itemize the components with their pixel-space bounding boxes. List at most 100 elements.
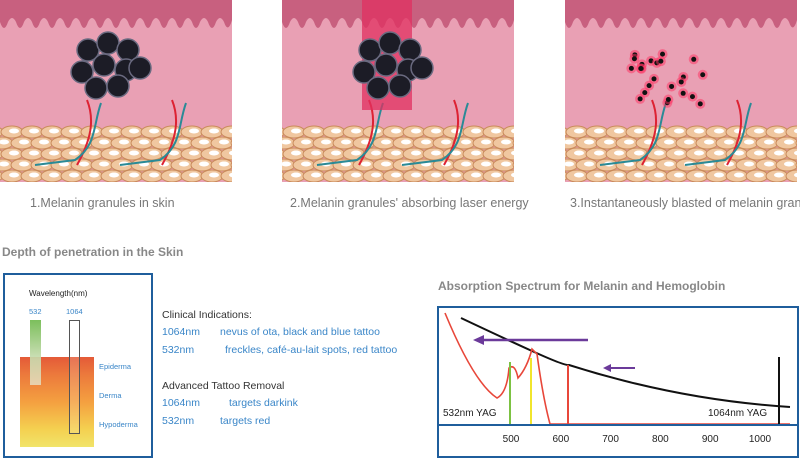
granule-fragment [697,101,703,107]
fat-cell-highlight [321,139,331,145]
fat-cell-highlight [694,128,704,134]
layer-hypoderma: Hypoderma [99,420,138,429]
clinical-title: Clinical Indications: [162,309,252,321]
fat-cell-highlight [281,139,291,145]
fat-cell-highlight [501,161,511,167]
wavelength-label: Wavelength(nm) [29,289,88,298]
annotation-1064: 1064nm YAG [708,408,768,419]
fat-cell-highlight [784,161,794,167]
vein [401,102,469,166]
fat-cell-highlight [614,128,624,134]
fat-cell-highlight [754,172,764,178]
fat-cell-highlight [451,150,461,156]
fat-cell-highlight [754,128,764,134]
fat-cell-highlight [704,139,714,145]
hemoglobin-curve [444,312,790,425]
fat-cell-highlight [69,172,79,178]
fat-cell-highlight [724,161,734,167]
fat-cell-highlight [634,128,644,134]
granule-fragment [646,83,652,89]
fat-cell-highlight [179,139,189,145]
fat-cell-highlight [451,128,461,134]
fat-cell-highlight [664,139,674,145]
fat-cell-highlight [89,150,99,156]
illustration-2 [262,0,536,183]
fat-cell-highlight [614,172,624,178]
fat-cell-highlight [431,128,441,134]
fat-cell-highlight [189,150,199,156]
vein [34,102,102,166]
granule-fragment [689,94,695,100]
fat-cell-highlight [594,150,604,156]
fat-cell-highlight [291,150,301,156]
fat-cell-highlight [371,172,381,178]
fat-cell-highlight [744,161,754,167]
fat-cell-highlight [291,172,301,178]
clinical-wl-1: 1064nm [162,326,200,338]
x-tick-label: 900 [701,434,719,445]
vein [119,102,187,166]
fat-cell-highlight [129,150,139,156]
fat-cell-highlight [39,139,49,145]
fat-cell-highlight [411,150,421,156]
fat-cell-highlight [441,139,451,145]
fat-cell-highlight [774,150,784,156]
granule-fragment [642,90,648,96]
layer-epiderma: Epiderma [99,362,132,371]
fat-cell-highlight [89,172,99,178]
fat-cell-highlight [209,172,219,178]
fat-cell-highlight [421,139,431,145]
melanin-granule [106,74,130,98]
fat-cell-highlight [381,139,391,145]
fat-cell-highlight [774,128,784,134]
fat-cell-highlight [471,128,481,134]
fat-cell-highlight [734,128,744,134]
chart-svg [439,312,797,426]
melanin-granule [410,56,434,80]
fat-cell-highlight [199,161,209,167]
fat-cell-highlight [744,139,754,145]
fat-cell-highlight [169,172,179,178]
fat-cell-highlight [734,172,744,178]
fat-cell-highlight [604,139,614,145]
fat-cell-highlight [19,161,29,167]
fat-cell-highlight [9,150,19,156]
fat-cell-highlight [624,139,634,145]
fat-cell-highlight [431,150,441,156]
fat-cell-highlight [694,172,704,178]
fat-cell-highlight [351,128,361,134]
fat-cell-highlight [281,161,291,167]
fat-cell-highlight [49,150,59,156]
fat-cell-highlight [29,150,39,156]
fat-cell-highlight [784,139,794,145]
artery [726,99,743,166]
fat-cell-highlight [481,139,491,145]
fat-cell-highlight [0,139,9,145]
fat-cell-highlight [301,139,311,145]
annotation-532: 532nm YAG [443,408,497,419]
fat-cell-highlight [301,161,311,167]
granule-fragment [660,51,666,57]
artery [443,99,460,166]
fat-cell-highlight [764,161,774,167]
beam-1064 [69,320,80,434]
tattoo-text-1: targets darkink [229,397,298,409]
fat-cell-highlight [129,128,139,134]
fat-cell-highlight [29,128,39,134]
fat-cell-highlight [149,150,159,156]
fat-cell-highlight [441,161,451,167]
caption-3: 3.Instantaneously blasted of melanin gra… [570,196,800,210]
fat-cell-highlight [159,139,169,145]
melanin-granule [92,53,116,77]
granule-fragment [700,72,706,78]
fat-cell-highlight [451,172,461,178]
melanin-granule [128,56,152,80]
illustration-1 [0,0,254,183]
tattoo-title: Advanced Tattoo Removal [162,380,285,392]
tattoo-wl-1: 1064nm [162,397,200,409]
fat-cell-highlight [634,172,644,178]
fat-cell-highlight [614,150,624,156]
granule-fragment [628,65,634,71]
melanin-granule [388,74,412,98]
